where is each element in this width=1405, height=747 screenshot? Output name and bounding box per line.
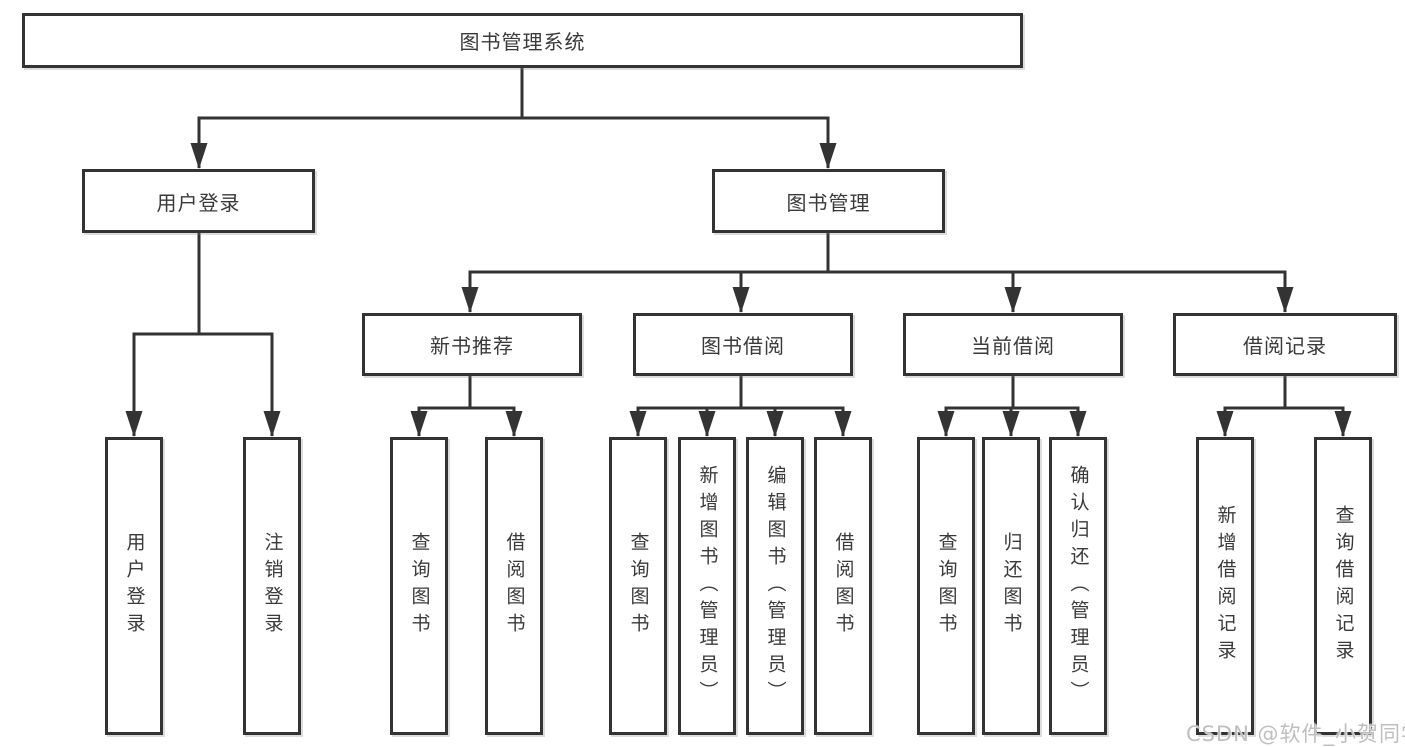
node-label: 图书管理 <box>786 190 871 215</box>
node-new-book-recommend: 新书推荐 <box>362 313 582 376</box>
node-borrowing-records: 借阅记录 <box>1173 313 1397 376</box>
node-label: 注销登录 <box>261 532 284 640</box>
node-label: 图书管理系统 <box>459 30 586 54</box>
node-label: 借阅记录 <box>1243 334 1327 358</box>
leaf-edit-books-admin: 编辑图书（管理员） <box>746 437 804 735</box>
node-label: 确认归还（管理员） <box>1067 464 1090 708</box>
node-book-management: 图书管理 <box>712 169 945 233</box>
leaf-borrow-books-newbook: 借阅图书 <box>485 437 543 735</box>
node-label: 查询借阅记录 <box>1332 505 1355 667</box>
node-library-management-system: 图书管理系统 <box>22 13 1023 68</box>
leaf-query-books-borrow: 查询图书 <box>609 437 667 735</box>
leaf-add-books-admin: 新增图书（管理员） <box>678 437 736 735</box>
node-label: 查询图书 <box>935 532 958 640</box>
node-label: 新书推荐 <box>430 334 514 358</box>
csdn-watermark: CSDN @软件_小贺同学 <box>1186 722 1405 746</box>
connector-root <box>190 67 837 169</box>
connector-book-borrow <box>629 376 852 437</box>
connector-book-mgmt <box>461 233 1294 313</box>
leaf-query-books-current: 查询图书 <box>917 437 975 735</box>
node-label: 查询图书 <box>408 532 431 640</box>
leaf-borrow-books: 借阅图书 <box>814 437 872 735</box>
node-label: 编辑图书（管理员） <box>764 464 787 708</box>
leaf-return-books: 归还图书 <box>982 437 1040 735</box>
leaf-query-books-newbook: 查询图书 <box>390 437 448 735</box>
leaf-query-borrow-record: 查询借阅记录 <box>1314 437 1372 735</box>
connector-new-book <box>410 376 523 437</box>
node-label: 用户登录 <box>123 532 146 640</box>
node-book-borrowing: 图书借阅 <box>633 313 853 376</box>
node-label: 用户登录 <box>156 190 241 215</box>
node-label: 借阅图书 <box>503 532 526 640</box>
connector-user-login <box>125 233 281 437</box>
node-label: 归还图书 <box>1000 532 1023 640</box>
leaf-logout: 注销登录 <box>243 437 301 735</box>
connector-current-borrow <box>937 376 1087 437</box>
leaf-user-login: 用户登录 <box>105 437 163 735</box>
node-label: 借阅图书 <box>832 532 855 640</box>
node-user-login: 用户登录 <box>82 169 315 233</box>
leaf-add-borrow-record: 新增借阅记录 <box>1196 437 1254 735</box>
leaf-confirm-return-admin: 确认归还（管理员） <box>1049 437 1107 735</box>
node-label: 当前借阅 <box>971 334 1055 358</box>
node-label: 新增图书（管理员） <box>696 464 719 708</box>
node-current-borrowing: 当前借阅 <box>903 313 1123 376</box>
node-label: 查询图书 <box>627 532 650 640</box>
connector-borrow-records <box>1216 376 1352 437</box>
node-label: 新增借阅记录 <box>1214 505 1237 667</box>
node-label: 图书借阅 <box>701 334 785 358</box>
